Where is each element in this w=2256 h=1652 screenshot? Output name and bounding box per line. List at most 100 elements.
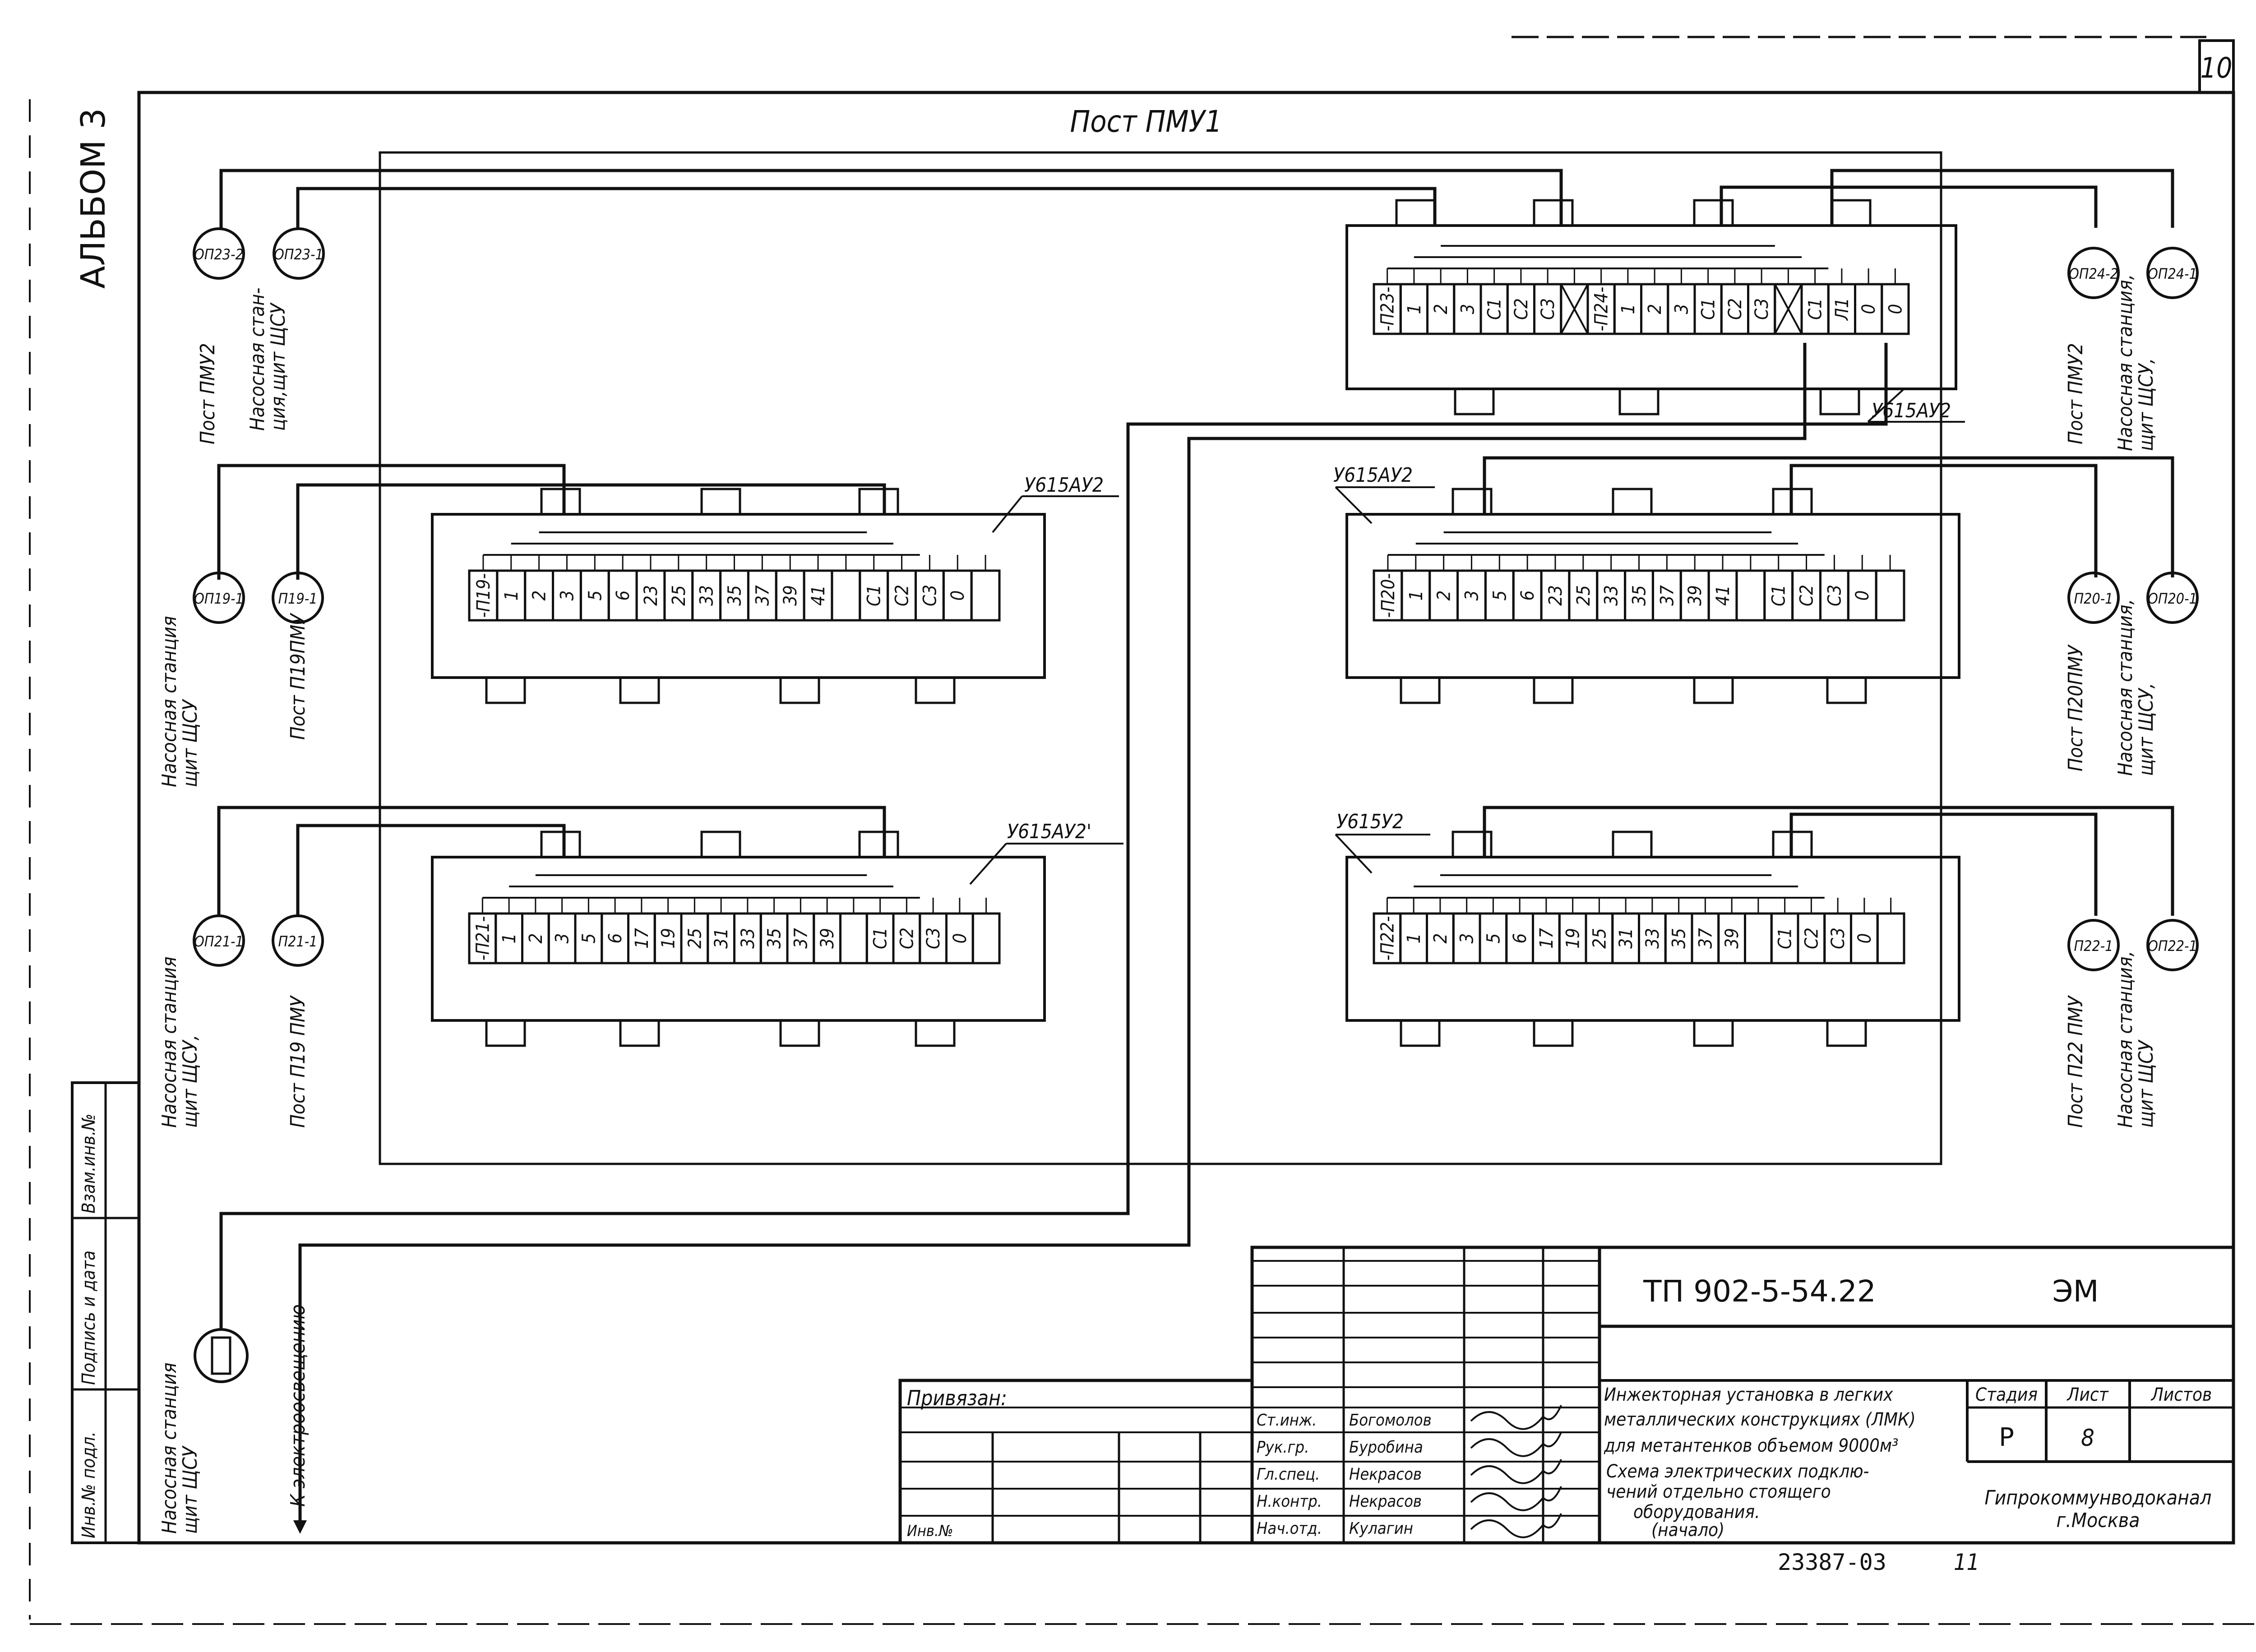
- connector-circle: П19-1: [272, 572, 324, 624]
- terminal-label: 2: [1645, 304, 1665, 314]
- terminal-cell: 19: [1558, 898, 1587, 964]
- terminal-label: 1: [1406, 591, 1427, 601]
- terminal-label: 31: [1616, 928, 1637, 949]
- terminal-cell: С1: [1693, 268, 1723, 335]
- terminal-label: С1: [1805, 298, 1826, 320]
- terminal-cell: 3: [1456, 555, 1487, 622]
- terminal-label: -П24-: [1591, 287, 1612, 332]
- terminal-label: 23: [1545, 585, 1566, 606]
- terminal-cell: [1560, 268, 1589, 335]
- terminal-cell: 37: [786, 898, 815, 964]
- terminal-cell: С3: [919, 898, 948, 964]
- sheet-name-line: оборудования.: [1633, 1502, 1760, 1523]
- side-labels: Пост ПМУ2 Насосная стан-ция,щит ЩСУ Пост…: [158, 274, 2158, 1534]
- side-label: Пост П19 ПМУ: [287, 995, 310, 1128]
- terminal-cell: С2: [1797, 898, 1826, 964]
- terminal-cell: 3: [1453, 268, 1482, 335]
- svg-text:П19-1: П19-1: [278, 590, 318, 607]
- terminal-cell: 1: [1401, 555, 1431, 622]
- terminal-label: 0: [948, 591, 968, 601]
- side-label: Пост ПМУ2: [196, 343, 219, 444]
- terminal-label: 5: [585, 591, 606, 601]
- connector-circle: П20-1: [2067, 572, 2120, 624]
- doc-code: ТП 902-5-54.22: [1643, 1274, 1876, 1309]
- organization-line: Гипрокоммунводоканал: [1985, 1486, 2212, 1509]
- terminal-label: 33: [738, 928, 758, 949]
- terminal-label: 33: [1642, 928, 1663, 949]
- post-title: Пост ПМУ1: [1070, 104, 1222, 139]
- bound-label: Привязан:: [907, 1386, 1007, 1410]
- terminal-label: 0: [1885, 304, 1906, 314]
- block-label-bottom-right: У615У2: [1336, 810, 1404, 833]
- terminal-label: С1: [1769, 585, 1789, 606]
- terminal-label: 35: [764, 928, 785, 949]
- terminal-label: С1: [870, 928, 891, 949]
- signer-name: Богомолов: [1349, 1411, 1432, 1430]
- signature-scribble: [1470, 1486, 1562, 1511]
- sheet-name-line: (начало): [1651, 1520, 1724, 1541]
- connector-circle: ОП23-1: [273, 227, 325, 280]
- terminal-label: С2: [897, 928, 917, 949]
- signer-role: Рук.гр.: [1257, 1438, 1309, 1457]
- terminal-cell: 23: [1540, 555, 1571, 622]
- terminal-label: С1: [1775, 928, 1796, 949]
- sheet-header: Лист: [2066, 1384, 2108, 1405]
- description-line: металлических конструкциях (ЛМК): [1604, 1409, 1916, 1430]
- terminal-cell: С1: [1800, 268, 1830, 335]
- terminal-label: 31: [711, 928, 732, 949]
- terminal-label: 3: [1671, 304, 1692, 314]
- terminal-cell: [1876, 898, 1905, 964]
- terminal-cell: 25: [663, 555, 694, 622]
- terminal-label: 39: [780, 585, 801, 606]
- terminal-label: С3: [923, 928, 944, 949]
- terminal-cell: 0: [1854, 268, 1883, 335]
- side-label: Пост П22 ПМУ: [2064, 995, 2087, 1128]
- terminal-cell: 0: [945, 898, 974, 964]
- terminal-cell: С3: [1819, 555, 1849, 622]
- terminal-cell: -П22-: [1373, 898, 1402, 964]
- svg-text:ОП24-1: ОП24-1: [2148, 265, 2197, 282]
- terminal-label: 1: [1404, 304, 1425, 314]
- stage-value: Р: [1999, 1423, 2014, 1452]
- terminal-cell: [831, 555, 861, 622]
- terminal-label: 5: [1483, 933, 1504, 944]
- svg-text:ОП23-1: ОП23-1: [274, 246, 324, 263]
- terminal-label: 35: [1629, 585, 1650, 606]
- terminal-cell: С1: [859, 555, 889, 622]
- terminal-label: -П22-: [1377, 916, 1398, 961]
- left-approval-strip: Взам.инв.№ Подпись и дата Инв.№ подл.: [71, 1081, 140, 1544]
- terminal-label: 1: [1618, 304, 1639, 314]
- terminal-cell: 6: [601, 898, 629, 964]
- post-enclosure: [379, 151, 1942, 1165]
- signer-role: Ст.инж.: [1257, 1411, 1317, 1430]
- svg-text:ОП24-2: ОП24-2: [2069, 265, 2118, 282]
- page-number: 10: [2201, 51, 2233, 84]
- terminal-cell: С1: [1763, 555, 1794, 622]
- terminal-label: 6: [1517, 591, 1538, 601]
- terminal-label: С3: [920, 585, 940, 606]
- svg-text:П21-1: П21-1: [278, 933, 318, 950]
- terminal-cell: 35: [1624, 555, 1654, 622]
- terminal-cell: 25: [1585, 898, 1614, 964]
- terminal-cell: 6: [1512, 555, 1543, 622]
- strip-label-inventory: Инв.№ подл.: [79, 1431, 99, 1538]
- terminal-cell: 5: [579, 555, 610, 622]
- terminal-label: С1: [864, 585, 885, 606]
- terminal-cell: С2: [1720, 268, 1749, 335]
- signer-name: Кулагин: [1349, 1519, 1413, 1538]
- socket-symbol: [194, 1328, 249, 1383]
- terminal-cell: 1: [496, 555, 527, 622]
- terminal-cell: С2: [887, 555, 917, 622]
- block-label-bottom-left: У615АУ2': [1007, 820, 1091, 843]
- description-line: для метантенков объемом 9000м³: [1604, 1435, 1898, 1456]
- terminal-label: С1: [1484, 298, 1505, 320]
- terminal-cell: -П21-: [468, 898, 497, 964]
- terminal-cell: 33: [733, 898, 762, 964]
- side-label: Насосная станциящит ЩСУ: [158, 616, 202, 787]
- terminal-cell: С2: [892, 898, 921, 964]
- terminal-label: 2: [1434, 591, 1455, 601]
